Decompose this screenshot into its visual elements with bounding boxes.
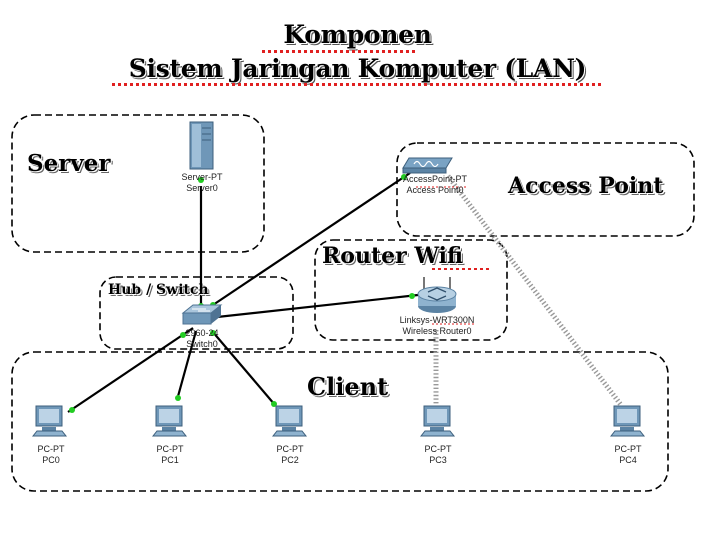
link-endpoint	[401, 174, 407, 180]
device-name: Server0	[186, 183, 218, 193]
diagram-subtitle: Sistem Jaringan Komputer (LAN)	[128, 54, 587, 83]
device-name: PC0	[42, 455, 60, 465]
device-name: PC3	[429, 455, 447, 465]
device-name: Wireless Router0	[402, 326, 472, 336]
spellcheck-underline	[262, 50, 418, 53]
device-model: 2960-24	[185, 328, 219, 338]
device-label-pc0: PC-PT PC0	[38, 444, 65, 466]
device-name: PC2	[281, 455, 299, 465]
group-label-client: Client	[307, 372, 389, 401]
group-label-router-wifi: Router Wifi	[322, 243, 464, 269]
device-name: PC4	[619, 455, 637, 465]
device-name: PC1	[161, 455, 179, 465]
server-icon[interactable]	[189, 121, 214, 170]
pc-icon[interactable]	[419, 405, 456, 437]
device-model: PC-PT	[424, 444, 452, 454]
diagram-title: Komponen	[283, 20, 432, 49]
link-endpoint	[180, 332, 186, 338]
device-model: PC-PT	[614, 444, 642, 454]
link-switch-pc2	[211, 330, 276, 406]
pc-icon[interactable]	[271, 405, 308, 437]
device-model: AccessPoint-PT	[402, 174, 468, 184]
spellcheck-underline	[112, 83, 602, 86]
access-point-icon[interactable]	[402, 157, 453, 174]
link-endpoint	[409, 293, 415, 299]
link-endpoint	[198, 177, 204, 183]
device-name: Switch0	[186, 339, 218, 349]
device-name: Access Point0	[406, 185, 464, 195]
link-switch-pc0	[67, 327, 194, 413]
router-group-box	[314, 239, 508, 341]
device-label-access-point: AccessPoint-PT Access Point0	[403, 174, 467, 196]
pc-icon[interactable]	[151, 405, 188, 437]
device-label-server: Server-PT Server0	[181, 172, 222, 194]
device-model: Server-PT	[181, 172, 223, 182]
device-model: PC-PT	[37, 444, 65, 454]
group-label-server: Server	[27, 150, 111, 177]
link-switch-pc1	[175, 330, 198, 401]
spellcheck-underline	[432, 268, 492, 270]
device-label-pc3: PC-PT PC3	[425, 444, 452, 466]
client-group-box	[11, 351, 669, 492]
link-endpoint	[175, 395, 181, 401]
group-label-access-point: Access Point	[508, 173, 664, 199]
device-label-pc1: PC-PT PC1	[157, 444, 184, 466]
switch-group-box	[99, 276, 294, 350]
wireless-router-icon[interactable]	[417, 277, 457, 313]
device-model: PC-PT	[276, 444, 304, 454]
link-switch-router	[207, 293, 419, 320]
device-label-pc4: PC-PT PC4	[615, 444, 642, 466]
group-label-hub-switch: Hub / Switch	[108, 282, 209, 298]
wireless-link-access-point-pc4	[446, 174, 623, 407]
access-point-group-box	[396, 142, 695, 237]
device-label-router: Linksys-WRT300N Wireless Router0	[400, 315, 475, 337]
device-label-switch: 2960-24 Switch0	[185, 328, 218, 350]
server-group-box	[11, 114, 265, 253]
link-endpoint	[69, 407, 75, 413]
link-endpoint	[210, 330, 216, 336]
device-model: Linksys-WRT300N	[399, 315, 475, 325]
device-label-pc2: PC-PT PC2	[277, 444, 304, 466]
device-model: PC-PT	[156, 444, 184, 454]
pc-icon[interactable]	[31, 405, 68, 437]
pc-icon[interactable]	[609, 405, 646, 437]
switch-icon[interactable]	[181, 304, 223, 325]
link-switch-access-point	[200, 172, 411, 314]
